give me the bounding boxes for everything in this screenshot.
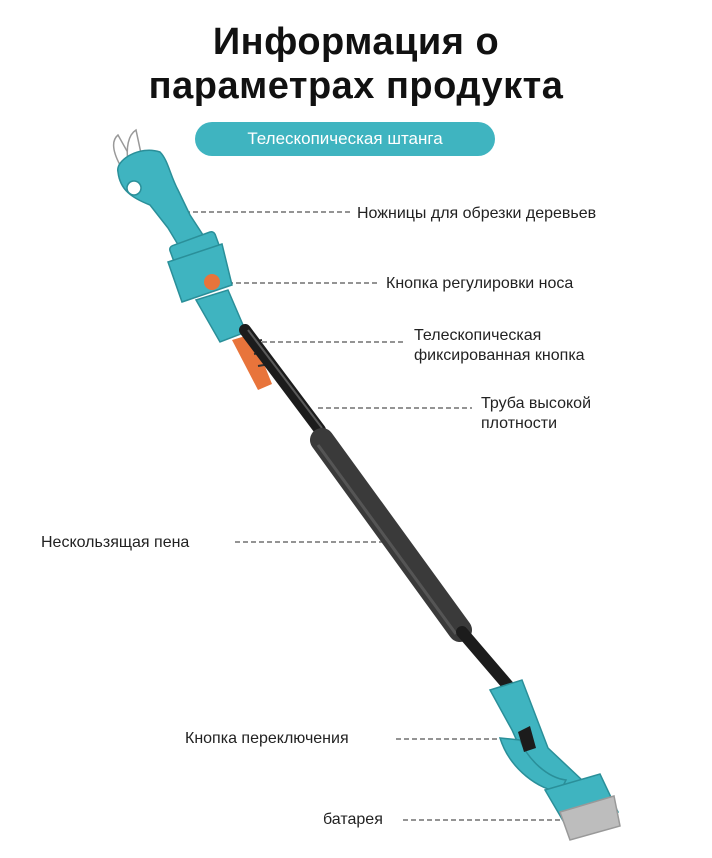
title-line-2: параметрах продукта xyxy=(148,65,564,107)
nose-adjust-block xyxy=(167,243,247,343)
label-switch: Кнопка переключения xyxy=(185,730,349,747)
foam-grip xyxy=(310,428,472,642)
title-line-1: Информация о xyxy=(212,21,500,63)
label-telescopic-line-1: Телескопическая xyxy=(414,327,542,344)
telescopic-pole-badge: Телескопическая штанга xyxy=(195,122,495,156)
label-telescopic-button: Телескопическая фиксированная кнопка xyxy=(414,326,585,366)
label-tube-line-2: плотности xyxy=(481,415,558,432)
nose-adjust-button-mark xyxy=(204,274,220,290)
label-tube: Труба высокой плотности xyxy=(481,394,591,434)
motor-handle xyxy=(488,679,583,802)
label-foam: Нескользящая пена xyxy=(41,534,190,551)
lower-tube xyxy=(456,626,516,694)
upper-tube xyxy=(239,324,326,436)
leader-lines xyxy=(185,211,565,821)
label-nose-button: Кнопка регулировки носа xyxy=(386,275,574,292)
page-title: Информация о параметрах продукта xyxy=(0,20,712,108)
battery xyxy=(543,773,621,841)
switch-trigger xyxy=(518,726,536,752)
label-tube-line-1: Труба высокой xyxy=(481,395,592,412)
label-telescopic-line-2: фиксированная кнопка xyxy=(414,347,585,364)
label-shears: Ножницы для обрезки деревьев xyxy=(357,205,597,222)
label-battery: батарея xyxy=(323,811,383,828)
